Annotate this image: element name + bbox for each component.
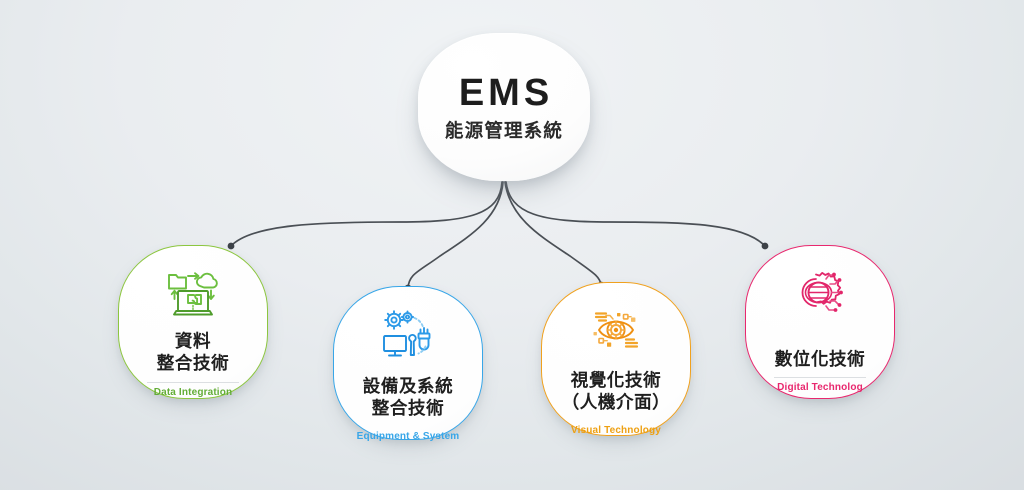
connector-path-3 bbox=[505, 181, 766, 247]
equipment-system-icon bbox=[379, 309, 437, 361]
connector-path-2 bbox=[504, 181, 602, 286]
card-title: 設備及系統 整合技術 bbox=[362, 376, 454, 419]
visual-technology-icon bbox=[587, 305, 645, 355]
card-title: 資料 整合技術 bbox=[156, 331, 230, 374]
root-title: EMS bbox=[458, 71, 554, 114]
card-data-integration[interactable]: 資料 整合技術 Data Integration bbox=[118, 245, 268, 399]
card-divider bbox=[147, 381, 239, 383]
card-title: 數位化技術 bbox=[774, 349, 866, 369]
connector-path-1 bbox=[407, 181, 504, 289]
card-equipment-system[interactable]: 設備及系統 整合技術 Equipment & System bbox=[333, 286, 483, 442]
connector-path-0 bbox=[230, 181, 503, 247]
digital-technology-icon bbox=[792, 268, 848, 322]
card-digital-technology[interactable]: 數位化技術 Digital Technolog bbox=[745, 245, 895, 399]
root-node-ems[interactable]: EMS 能源管理系統 bbox=[418, 33, 590, 181]
card-subtitle: Visual Technology bbox=[571, 424, 661, 436]
card-visual-technology[interactable]: 視覺化技術 （人機介面） Visual Technology bbox=[541, 282, 691, 436]
card-divider bbox=[774, 377, 866, 379]
data-integration-icon bbox=[165, 268, 221, 322]
card-subtitle: Data Integration bbox=[153, 386, 233, 398]
connector-dot-0 bbox=[227, 242, 235, 250]
card-title: 視覺化技術 （人機介面） bbox=[561, 370, 671, 413]
card-subtitle: Digital Technolog bbox=[777, 382, 863, 394]
connector-dot-3 bbox=[761, 242, 769, 250]
root-subtitle: 能源管理系統 bbox=[444, 119, 564, 141]
card-subtitle: Equipment & System bbox=[356, 430, 460, 442]
